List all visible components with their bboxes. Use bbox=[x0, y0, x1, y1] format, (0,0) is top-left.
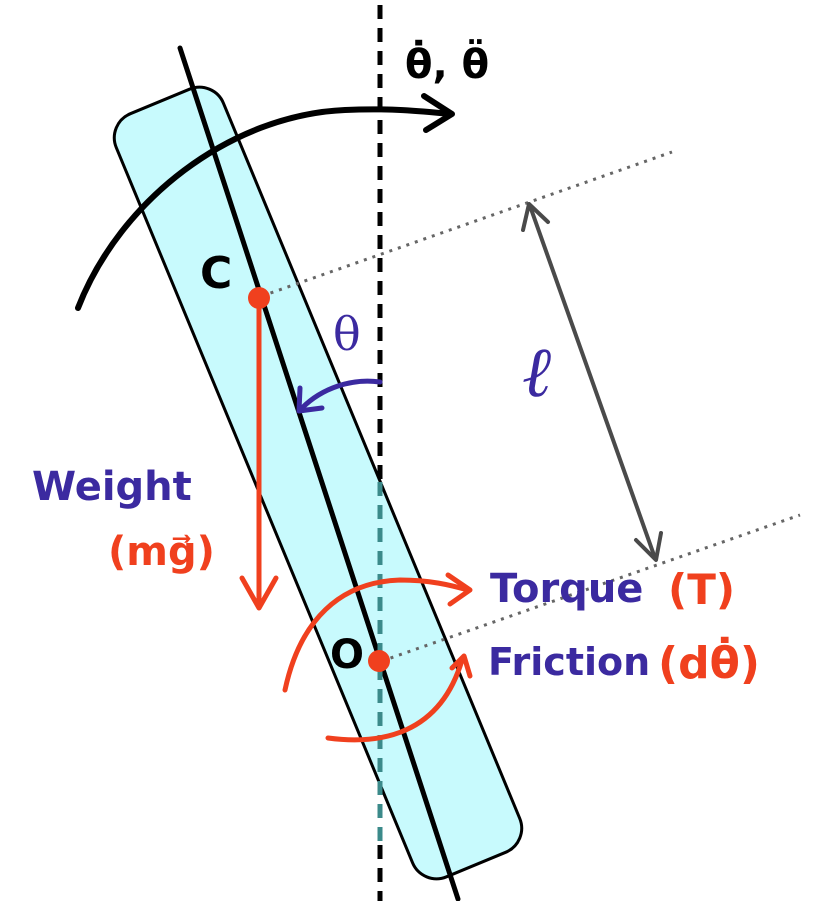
torque-arrowhead bbox=[445, 572, 473, 607]
length-guide-bottom bbox=[381, 513, 801, 663]
friction-symbol: (dθ̇) bbox=[658, 635, 760, 689]
length-arrowhead-top bbox=[521, 202, 550, 232]
center-of-mass-point bbox=[248, 287, 270, 309]
theta-label: θ bbox=[333, 307, 361, 361]
length-arrowhead-bottom bbox=[634, 531, 663, 562]
weight-label: Weight bbox=[32, 464, 192, 510]
length-symbol: ℓ bbox=[522, 331, 551, 413]
rod-axis-line bbox=[177, 45, 461, 901]
weight-arrowhead bbox=[239, 575, 279, 611]
pendulum-rod bbox=[112, 85, 524, 881]
friction-arc bbox=[325, 657, 465, 743]
theta-arrowhead bbox=[296, 385, 325, 414]
point-c-label: C bbox=[200, 248, 232, 299]
torque-symbol: (T) bbox=[668, 565, 735, 614]
length-guide-top bbox=[261, 150, 673, 298]
weight-formula-label: (mg⃗) bbox=[108, 529, 215, 575]
friction-label: Friction bbox=[488, 640, 650, 684]
torque-label: Torque bbox=[490, 566, 643, 612]
pivot-point bbox=[368, 650, 390, 672]
point-o-label: O bbox=[330, 632, 364, 678]
length-dimension-arrow bbox=[528, 205, 657, 559]
rotation-arrowhead bbox=[421, 93, 455, 133]
theta-angle-arc bbox=[299, 378, 383, 411]
torque-arc bbox=[282, 577, 471, 693]
friction-arrowhead bbox=[449, 653, 473, 679]
rotation-arc bbox=[75, 106, 453, 311]
angular-rates-label: θ̇, θ̈ bbox=[405, 39, 489, 88]
